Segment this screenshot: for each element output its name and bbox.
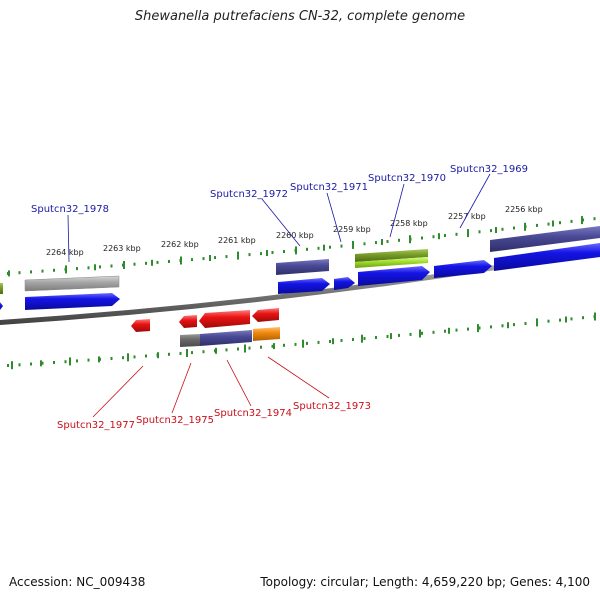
gene-olive-1970-outer[interactable]: [355, 249, 428, 262]
kbp-label-2261: 2261 kbp: [218, 236, 256, 245]
label-sputcn32-1977[interactable]: Sputcn32_1977: [57, 420, 135, 431]
label-sputcn32-1973[interactable]: Sputcn32_1973: [293, 401, 371, 412]
kbp-label-2263: 2263 kbp: [103, 244, 141, 253]
genome-summary-text: Topology: circular; Length: 4,659,220 bp…: [260, 575, 590, 589]
label-sputcn32-1971[interactable]: Sputcn32_1971: [290, 182, 368, 193]
gene-arrow-1978[interactable]: [25, 293, 120, 310]
gene-arrow-1972[interactable]: [278, 278, 330, 294]
gene-red-1977[interactable]: [131, 319, 150, 332]
gene-arrow-edge[interactable]: [0, 302, 3, 310]
label-sputcn32-1972[interactable]: Sputcn32_1972: [210, 189, 288, 200]
gene-red-1974[interactable]: [199, 310, 250, 328]
kbp-label-2258: 2258 kbp: [390, 219, 428, 228]
gene-dark-1975-outer[interactable]: [180, 334, 200, 347]
kbp-label-2260: 2260 kbp: [276, 231, 314, 240]
label-sputcn32-1970[interactable]: Sputcn32_1970: [368, 173, 446, 184]
label-sputcn32-1969[interactable]: Sputcn32_1969: [450, 164, 528, 175]
genome-backbone: [0, 248, 600, 325]
kbp-label-2257: 2257 kbp: [448, 212, 486, 221]
kbp-label-2259: 2259 kbp: [333, 225, 371, 234]
gene-arrow-1970[interactable]: [358, 266, 430, 286]
gene-arrow-1969a[interactable]: [434, 260, 492, 278]
forward-gene-labels: [67, 173, 491, 263]
reverse-genes: [131, 308, 280, 347]
gene-arrow-1969b[interactable]: [494, 243, 600, 271]
label-sputcn32-1978[interactable]: Sputcn32_1978: [31, 204, 109, 215]
accession-text: Accession: NC_009438: [9, 575, 146, 589]
kbp-label-2256: 2256 kbp: [505, 205, 543, 214]
inner-kbp-ticks: [7, 312, 596, 370]
reverse-label-text: Sputcn32_1977 Sputcn32_1975 Sputcn32_197…: [57, 401, 371, 431]
kbp-label-2262: 2262 kbp: [161, 240, 199, 249]
label-sputcn32-1975[interactable]: Sputcn32_1975: [136, 415, 214, 426]
forward-label-text: Sputcn32_1978 Sputcn32_1972 Sputcn32_197…: [31, 164, 528, 215]
gene-lime-1970-outer[interactable]: [355, 257, 428, 268]
kbp-label-2264: 2264 kbp: [46, 248, 84, 257]
forward-genes-outer: [0, 226, 600, 294]
gene-gray-1978-outer[interactable]: [24, 275, 120, 292]
kbp-tick-labels: 2264 kbp 2263 kbp 2262 kbp 2261 kbp 2260…: [46, 205, 543, 257]
gene-arrow-1971[interactable]: [334, 277, 355, 290]
outer-kbp-ticks: [7, 216, 596, 277]
gene-red-1975[interactable]: [179, 315, 197, 328]
forward-genes-inner: [0, 243, 600, 310]
map-title: Shewanella putrefaciens CN-32, complete …: [134, 9, 466, 24]
label-sputcn32-1974[interactable]: Sputcn32_1974: [214, 408, 292, 419]
gene-slate-1969-outer[interactable]: [490, 226, 600, 252]
gene-slate-1972-outer[interactable]: [276, 259, 329, 275]
gene-orange-1973-outer[interactable]: [253, 327, 280, 341]
gene-olive-edge[interactable]: [0, 283, 3, 294]
reverse-gene-labels: [92, 356, 330, 418]
gene-slate-1974-outer[interactable]: [200, 330, 252, 346]
gene-red-1973[interactable]: [252, 308, 279, 322]
